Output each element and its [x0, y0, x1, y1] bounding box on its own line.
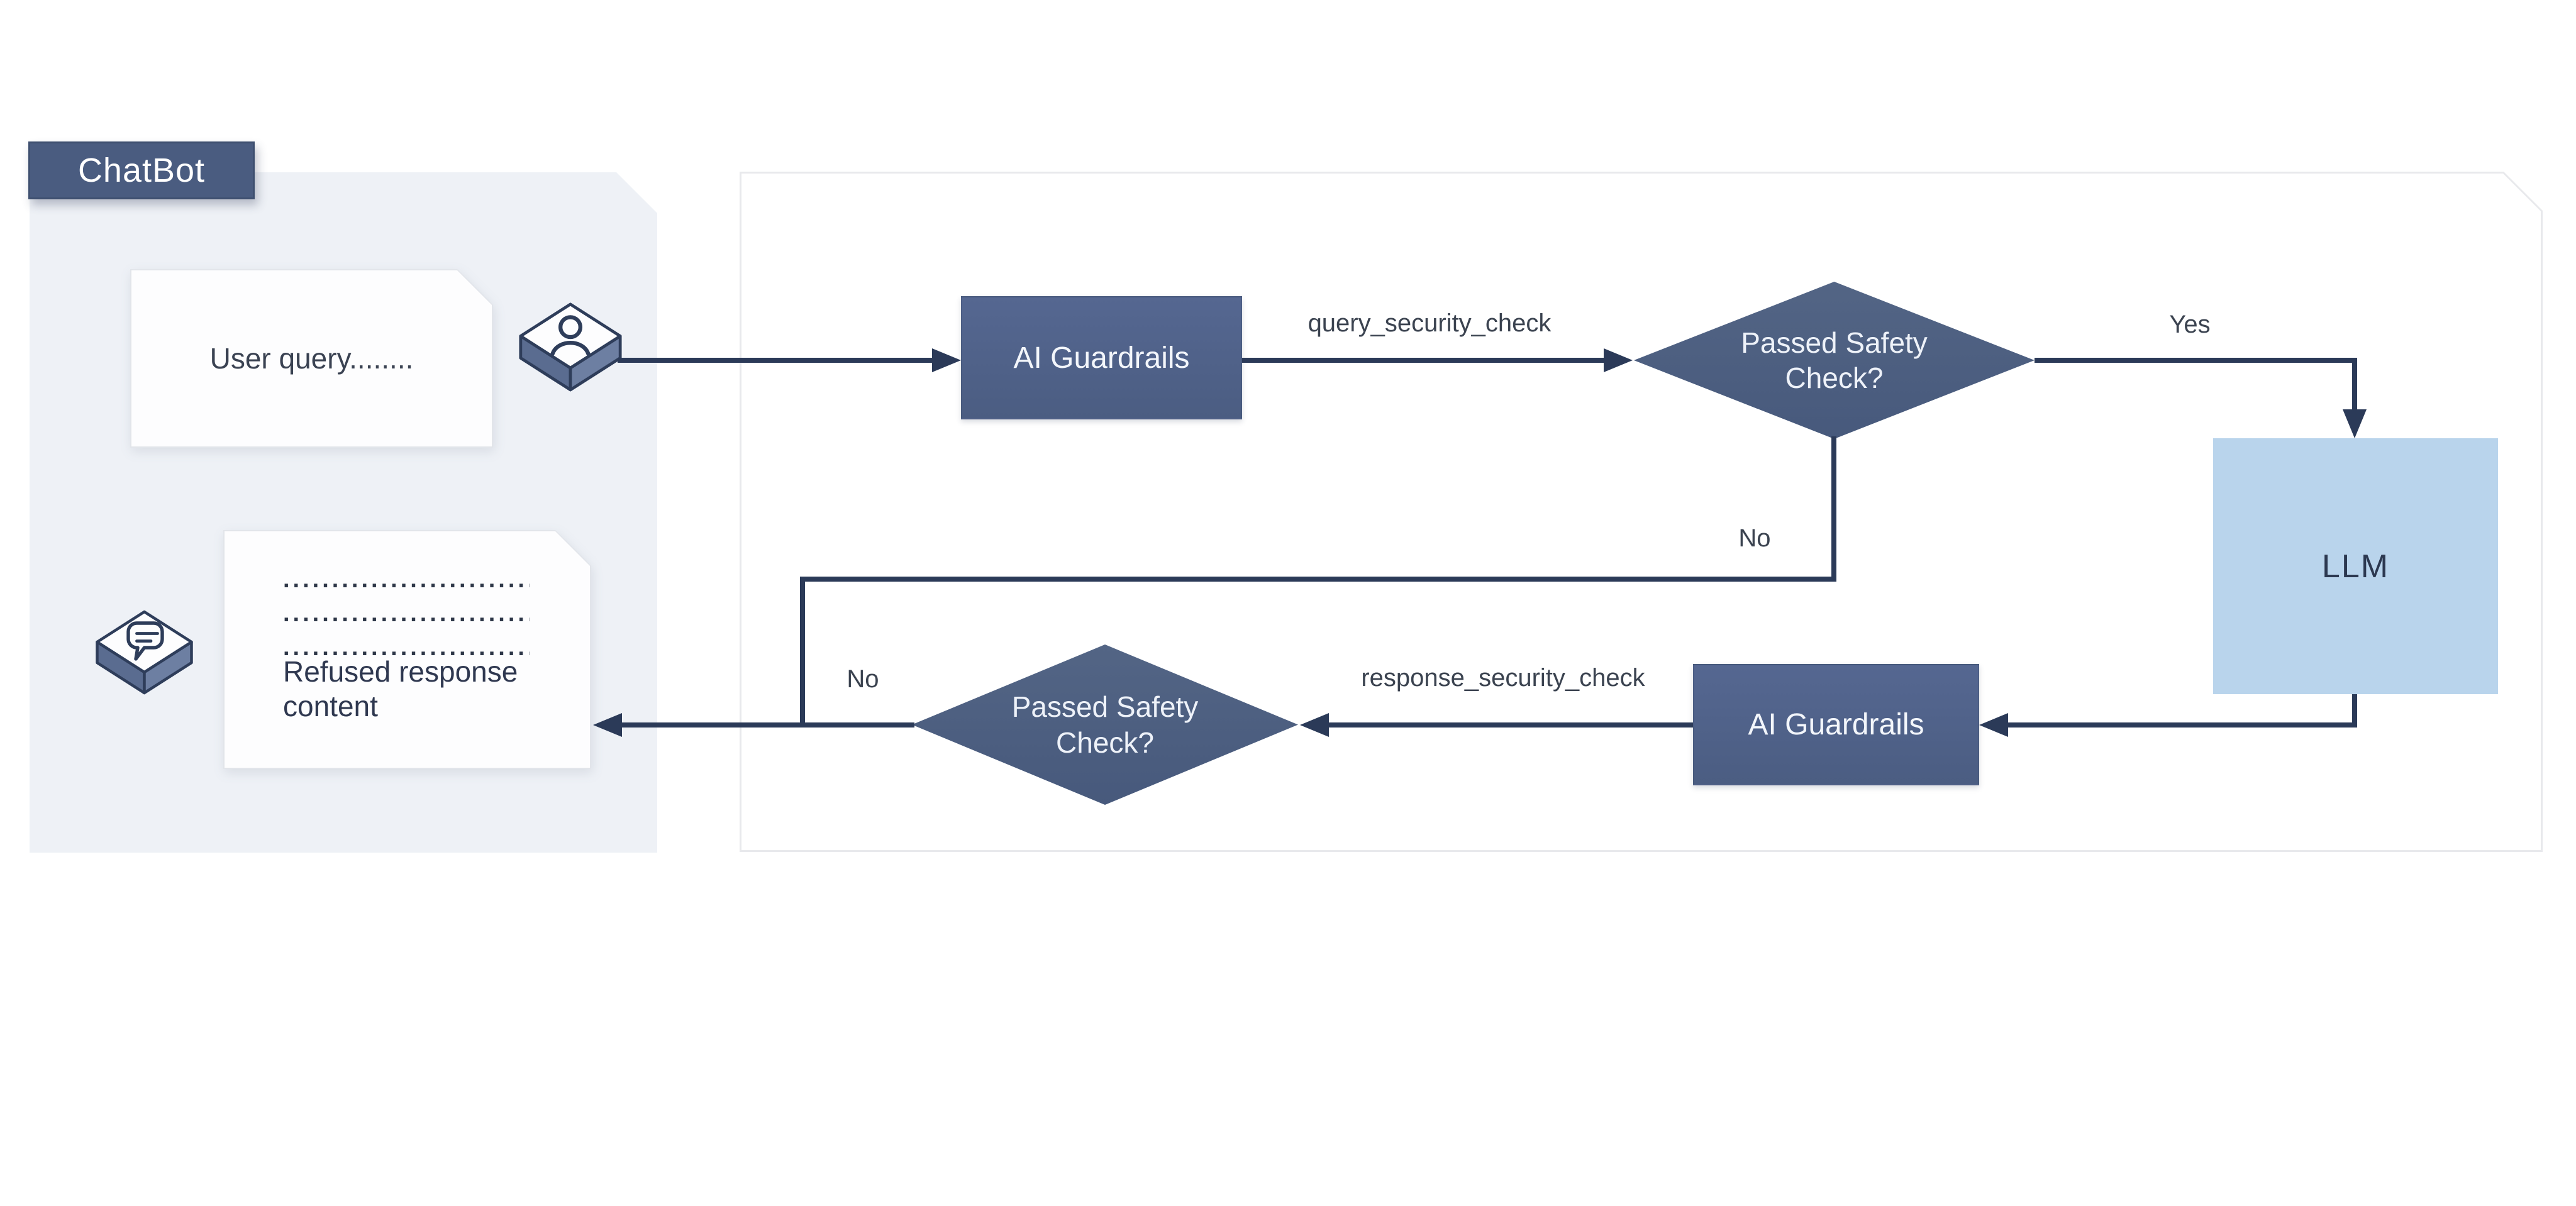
edge-user-to-guardrails-line	[618, 358, 933, 363]
edge-guardrails-to-decision-line	[1242, 358, 1604, 363]
edge-guardrails-to-decision2-arrowhead	[1300, 713, 1329, 737]
chatbot-panel-title: ChatBot	[28, 141, 255, 199]
user-cube-icon	[519, 302, 622, 392]
edge-user-to-guardrails-arrowhead	[932, 348, 961, 372]
bot-cube-icon	[96, 610, 193, 695]
llm-label: LLM	[2321, 548, 2390, 585]
edge-no-query-vertical-line	[1831, 436, 1836, 582]
edge-llm-exit-vertical-line	[2352, 694, 2357, 725]
ai-guardrails-input-node: AI Guardrails	[961, 296, 1242, 419]
edge-no-query-horizontal-line	[800, 577, 1836, 582]
passed-safety-check-query-label: Passed Safety Check?	[1741, 326, 1928, 394]
no-response-label: No	[847, 665, 879, 693]
refused-dotted-row-3: ..............................	[283, 638, 528, 661]
refused-card-face: .............................. .........…	[225, 531, 590, 768]
edge-no-query-drop-line	[800, 577, 805, 727]
edge-llm-to-guardrails-arrowhead	[1979, 713, 2008, 737]
ai-guardrails-output-label: AI Guardrails	[1748, 708, 1924, 741]
edge-yes-arrowhead	[2343, 409, 2367, 438]
query-security-check-label: query_security_check	[1307, 309, 1552, 337]
llm-node: LLM	[2213, 438, 2498, 694]
edge-no-response-line	[620, 722, 914, 727]
edge-guardrails-to-decision-arrowhead	[1604, 348, 1633, 372]
refused-response-card: .............................. .........…	[223, 530, 591, 769]
user-query-card-face: User query........	[131, 270, 492, 446]
edge-guardrails-to-decision2-line	[1327, 722, 1693, 727]
edge-yes-vertical-line	[2352, 358, 2357, 413]
user-query-text: User query........	[209, 342, 414, 375]
ai-guardrails-output-node: AI Guardrails	[1693, 664, 1979, 785]
refused-dotted-row-1: ..............................	[283, 570, 528, 593]
edge-refused-arrowhead	[593, 713, 622, 737]
ai-guardrails-input-label: AI Guardrails	[1013, 341, 1190, 375]
passed-safety-check-response-label: Passed Safety Check?	[1011, 690, 1199, 759]
response-security-check-label: response_security_check	[1361, 664, 1645, 692]
no-query-label: No	[1738, 524, 1771, 552]
refused-dotted-row-2: ..............................	[283, 604, 528, 627]
edge-yes-horizontal-line	[2035, 358, 2357, 363]
refused-response-text: Refused response content	[283, 655, 518, 723]
yes-label: Yes	[2169, 311, 2211, 338]
edge-llm-to-guardrails-line	[2006, 722, 2357, 727]
user-query-card: User query........	[130, 269, 493, 448]
